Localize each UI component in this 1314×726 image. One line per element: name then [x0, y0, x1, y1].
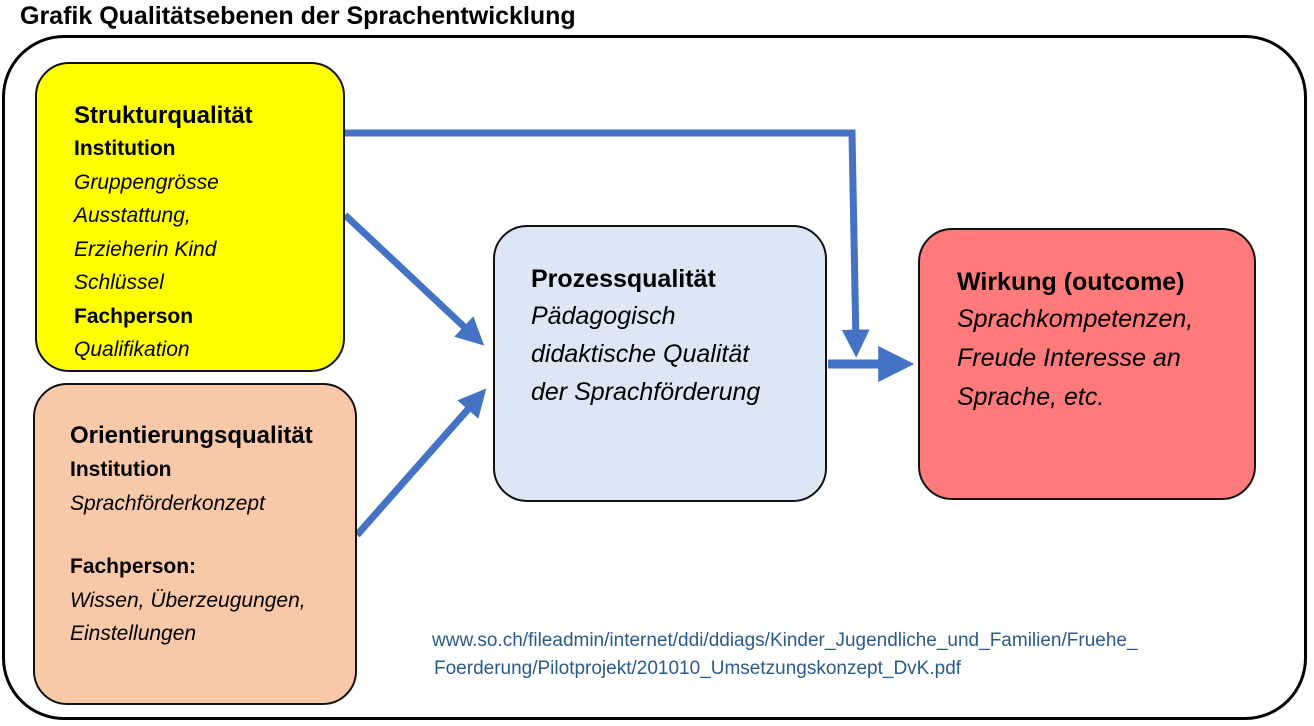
prozess-line: didaktische Qualität: [531, 340, 750, 368]
arrow-orientierung-to-prozess: [354, 388, 487, 538]
orientierung-heading: Orientierungsqualität: [70, 422, 313, 449]
struktur-item: Ausstattung,: [74, 204, 191, 227]
outer-frame: [2, 35, 1307, 720]
source-url[interactable]: www.so.ch/fileadmin/internet/ddi/ddiags/…: [432, 627, 1138, 683]
diagram-title: Grafik Qualitätsebenen der Sprachentwick…: [20, 2, 576, 30]
prozess-heading: Prozessqualität: [531, 265, 716, 293]
orientierung-item: Einstellungen: [70, 622, 197, 645]
struktur-item: Erzieherin Kind: [74, 237, 217, 261]
wirkung-line: Sprache, etc.: [957, 383, 1105, 411]
wirkung-line: Freude Interesse an: [957, 344, 1181, 372]
struktur-item: Schlüssel: [74, 271, 164, 294]
prozess-line: der Sprachförderung: [531, 378, 761, 406]
struktur-item: Qualifikation: [74, 338, 190, 361]
spacer: [70, 520, 355, 550]
source-url-line[interactable]: Foerderung/Pilotprojekt/201010_Umsetzung…: [434, 658, 962, 679]
source-url-line[interactable]: www.so.ch/fileadmin/internet/ddi/ddiags/…: [432, 630, 1138, 651]
box-strukturqualitaet: Strukturqualität Institution Gruppengrös…: [35, 62, 345, 372]
struktur-item: Gruppengrösse: [74, 170, 219, 194]
struktur-heading: Strukturqualität: [74, 102, 253, 129]
orientierung-institution-label: Institution: [70, 458, 172, 481]
box-prozessqualitaet: Prozessqualität Pädagogisch didaktische …: [493, 225, 827, 502]
wirkung-line: Sprachkompetenzen,: [957, 305, 1194, 333]
orientierung-item: Sprachförderkonzept: [70, 491, 265, 515]
arrow-struktur-to-prozess: [342, 212, 485, 346]
struktur-institution-label: Institution: [74, 137, 176, 160]
box-wirkung: Wirkung (outcome) Sprachkompetenzen, Fre…: [918, 228, 1256, 500]
orientierung-item: Wissen, Überzeugungen,: [70, 588, 306, 612]
wirkung-heading: Wirkung (outcome): [957, 268, 1185, 296]
box-orientierungsqualitaet: Orientierungsqualität Institution Sprach…: [33, 383, 357, 705]
arrow-struktur-to-wirkung: [345, 129, 870, 358]
prozess-line: Pädagogisch: [531, 302, 676, 330]
struktur-fachperson-label: Fachperson: [74, 304, 194, 328]
orientierung-fachperson-label: Fachperson:: [70, 555, 197, 578]
